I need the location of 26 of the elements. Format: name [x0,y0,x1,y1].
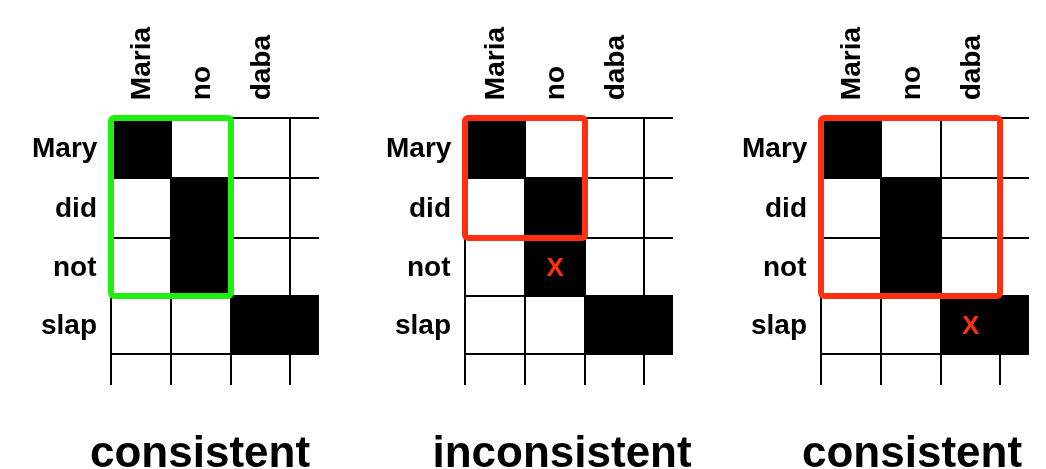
row-word: did [765,194,807,222]
verdict-caption: inconsistent [432,430,692,469]
column-word: no [187,66,215,101]
verdict-caption: consistent [802,430,1023,469]
column-word: no [897,66,925,101]
row-word: Mary [32,134,98,162]
conflict-mark: X [962,312,980,338]
column-word: no [541,66,569,101]
column-word: daba [600,35,629,101]
row-word: not [407,253,451,281]
conflict-mark: X [546,254,564,280]
row-word: slap [395,311,452,339]
row-word: slap [41,311,98,339]
verdict-caption: consistent [90,430,311,469]
row-word: not [763,253,807,281]
row-word: did [55,194,97,222]
column-word: daba [956,35,985,101]
column-word: daba [246,35,275,101]
row-word: did [409,194,451,222]
column-word: Maria [481,27,509,101]
row-word: Mary [386,134,452,162]
column-word: Maria [127,27,155,101]
column-word: Maria [837,27,865,101]
row-word: not [53,253,97,281]
row-word: Mary [742,134,808,162]
row-word: slap [751,311,808,339]
